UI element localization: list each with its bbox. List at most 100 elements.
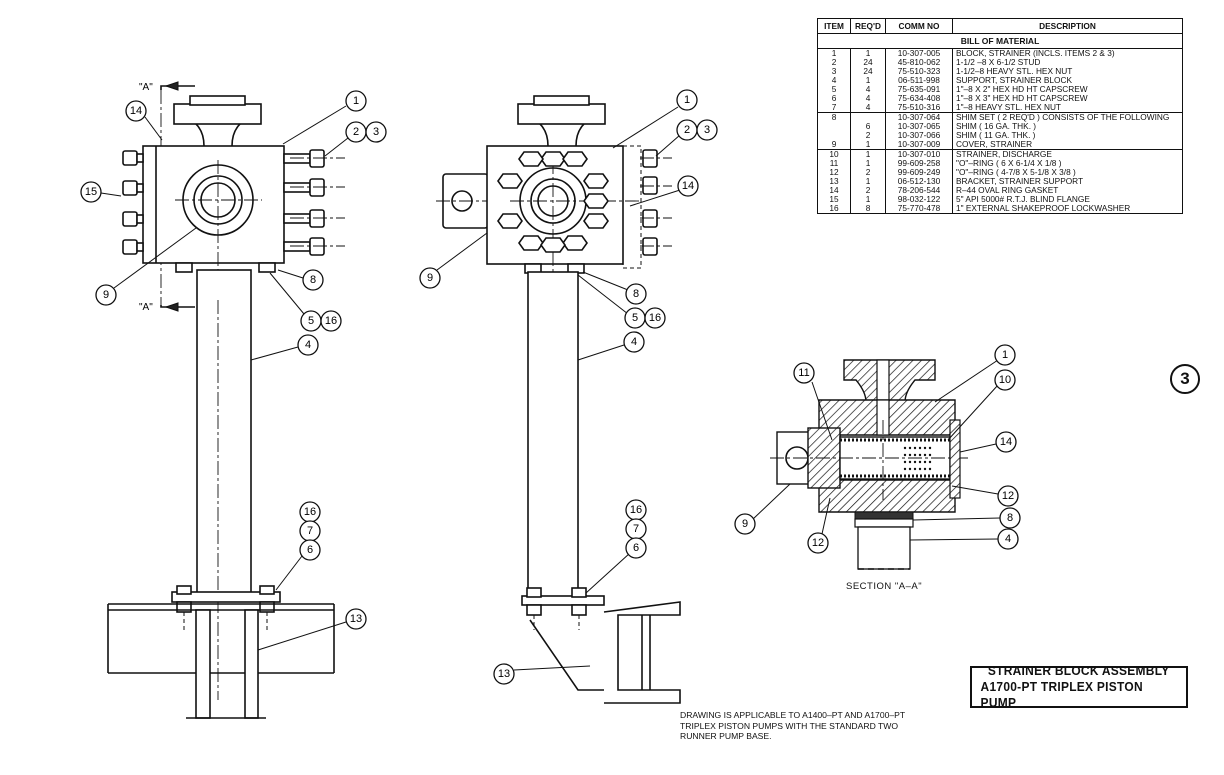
- bom-cell-description: R–44 OVAL RING GASKET: [952, 186, 1183, 195]
- bom-cell-reqd: 8: [850, 204, 886, 214]
- bom-cell-description: COVER, STRAINER: [952, 140, 1183, 150]
- svg-text:2: 2: [353, 126, 359, 138]
- svg-text:12: 12: [812, 537, 824, 549]
- svg-text:4: 4: [631, 336, 637, 348]
- callout-8-sec: [999, 507, 1021, 529]
- callout-15-left: [80, 181, 102, 203]
- bill-of-material-table: BILL OF MATERIAL ITEM REQ'D COMM NO DESC…: [817, 18, 1183, 214]
- svg-text:13: 13: [350, 613, 362, 625]
- title-block: STRAINER BLOCK ASSEMBLY A1700-PT TRIPLEX…: [970, 663, 1188, 710]
- bom-cell-description: SHIM ( 11 GA. THK. ): [952, 131, 1183, 140]
- callout-12b-sec: [807, 532, 829, 554]
- svg-text:16: 16: [630, 504, 642, 516]
- callout-10-sec: [994, 369, 1016, 391]
- section-marker-top: "A": [139, 82, 153, 93]
- callout-13-mid: [493, 663, 515, 685]
- svg-text:10: 10: [999, 374, 1011, 386]
- bom-cell-description: 1"–8 X 3" HEX HD HT CAPSCREW: [952, 94, 1183, 103]
- svg-text:9: 9: [103, 289, 109, 301]
- callout-14-left: [125, 100, 147, 122]
- svg-text:7: 7: [307, 525, 313, 537]
- bom-cell-item: 16: [817, 204, 851, 214]
- bom-cell-description: 5" API 5000# R.T.J. BLIND FLANGE: [952, 195, 1183, 204]
- callout-1-sec: [994, 344, 1016, 366]
- callout-6-left: [299, 539, 321, 561]
- section-a-a-view: [770, 359, 970, 570]
- svg-text:14: 14: [1000, 436, 1012, 448]
- callout-16-left: [320, 310, 342, 332]
- bom-col-description: DESCRIPTION: [952, 18, 1183, 34]
- bom-cell-reqd: 4: [850, 103, 886, 113]
- svg-text:6: 6: [307, 544, 313, 556]
- bom-cell-item: [817, 122, 851, 131]
- callout-9-mid: [419, 267, 441, 289]
- bom-cell-description: 1"–8 HEAVY STL. HEX NUT: [952, 103, 1183, 113]
- section-marker-bottom: "A": [139, 302, 153, 313]
- svg-text:3: 3: [373, 126, 379, 138]
- bom-cell-description: BLOCK, STRAINER (INCLS. ITEMS 2 & 3): [952, 48, 1183, 58]
- svg-text:16: 16: [304, 506, 316, 518]
- svg-text:7: 7: [633, 523, 639, 535]
- callout-3-mid: [696, 119, 718, 141]
- bom-col-reqd: REQ'D: [850, 18, 886, 34]
- svg-text:14: 14: [682, 180, 694, 192]
- left-view: "A" "A": [107, 81, 345, 719]
- svg-text:4: 4: [1005, 533, 1011, 545]
- bom-cell-description: "O"–RING ( 6 X 6-1/4 X 1/8 ): [952, 159, 1183, 168]
- svg-text:12: 12: [1002, 490, 1014, 502]
- title-line-1: STRAINER BLOCK ASSEMBLY: [988, 663, 1170, 678]
- callout-14-sec: [995, 431, 1017, 453]
- section-title: SECTION "A–A": [846, 581, 923, 592]
- callout-6-mid: [625, 537, 647, 559]
- title-line-2: A1700-PT TRIPLEX PISTON PUMP: [980, 679, 1143, 710]
- bom-cell-description: 1-1/2 –8 X 6-1/2 STUD: [952, 58, 1183, 67]
- bom-cell-description: 1"–8 X 2" HEX HD HT CAPSCREW: [952, 85, 1183, 94]
- callout-1-left: [345, 90, 367, 112]
- callout-8-left: [302, 269, 324, 291]
- bom-cell-item: 8: [817, 112, 851, 122]
- svg-text:3: 3: [704, 124, 710, 136]
- svg-text:9: 9: [742, 518, 748, 530]
- bom-title: BILL OF MATERIAL: [817, 33, 1183, 49]
- svg-text:4: 4: [305, 339, 311, 351]
- svg-text:11: 11: [798, 367, 809, 379]
- callout-4-sec: [997, 528, 1019, 550]
- svg-text:16: 16: [325, 315, 337, 327]
- svg-text:6: 6: [633, 542, 639, 554]
- svg-text:8: 8: [1007, 512, 1013, 524]
- callout-12-sec: [997, 485, 1019, 507]
- bom-cell-description: SHIM SET ( 2 REQ'D ) CONSISTS OF THE FOL…: [952, 112, 1183, 122]
- svg-text:8: 8: [310, 274, 316, 286]
- page-number: 3: [1170, 364, 1200, 394]
- callout-11-sec: [793, 362, 815, 384]
- svg-text:8: 8: [633, 288, 639, 300]
- svg-text:5: 5: [308, 315, 314, 327]
- callout-14-mid: [677, 175, 699, 197]
- bom-col-comm-no: COMM NO: [885, 18, 953, 34]
- callout-16-mid: [644, 307, 666, 329]
- middle-view: [436, 95, 681, 704]
- bom-cell-description: BRACKET, STRAINER SUPPORT: [952, 177, 1183, 186]
- callout-4-mid: [623, 331, 645, 353]
- bom-cell-description: STRAINER, DISCHARGE: [952, 149, 1183, 159]
- bom-col-item: ITEM: [817, 18, 851, 34]
- applicability-note: DRAWING IS APPLICABLE TO A1400–PT AND A1…: [680, 710, 905, 741]
- svg-text:2: 2: [684, 124, 690, 136]
